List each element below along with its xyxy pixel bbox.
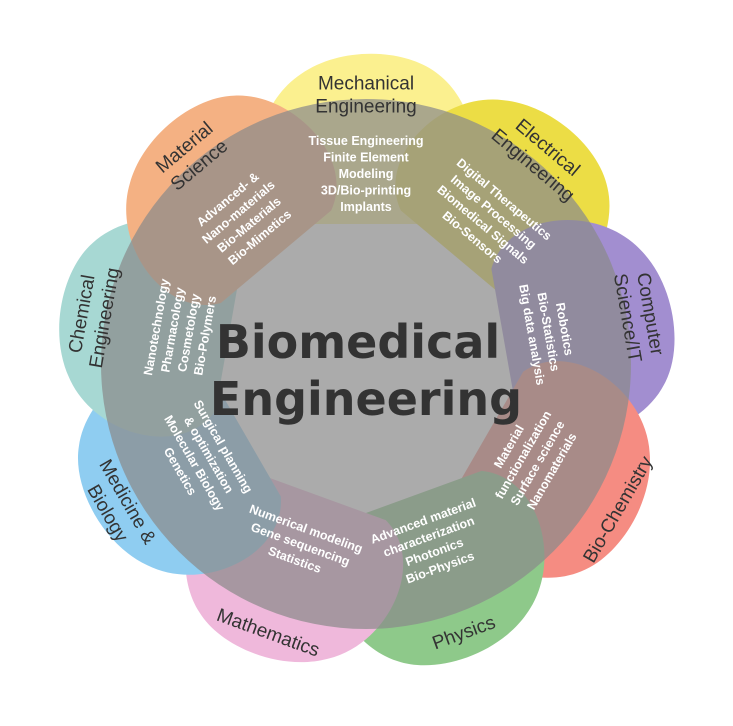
petal-title-line: Engineering: [315, 97, 416, 118]
petal-item: 3D/Bio-printing: [321, 184, 411, 198]
petal-title-line: Mechanical: [318, 74, 414, 95]
petal-item: Finite Element: [323, 151, 409, 165]
petal-item: Tissue Engineering: [308, 134, 423, 148]
center-title-line-2: Engineering: [210, 372, 522, 426]
center-title: Biomedical Engineering: [210, 315, 522, 426]
center-title-line-1: Biomedical: [216, 315, 500, 369]
petal-item: Modeling: [339, 167, 394, 181]
petal-item: Implants: [340, 200, 391, 214]
center-circle: [101, 99, 631, 629]
